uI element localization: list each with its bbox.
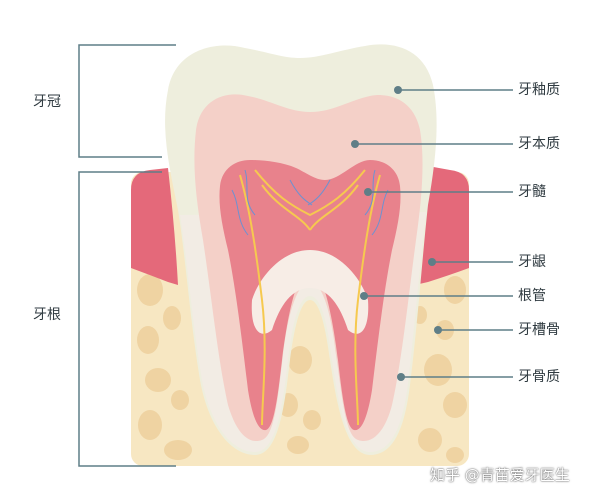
pulp-nerves [239,169,381,426]
pointer-dots [351,86,442,381]
gum-left [131,168,178,285]
watermark: 知乎 @青苗爱牙医生 [430,466,570,484]
pointer-lines [355,89,513,378]
label-dentin: 牙本质 [518,136,560,152]
crown-bracket [78,44,176,158]
label-alveolar-bone: 牙槽骨 [518,322,560,338]
label-crown: 牙冠 [33,94,61,110]
label-pulp: 牙髓 [518,184,546,200]
bone-texture [137,274,467,463]
inter-canal-zone [251,250,369,334]
label-root-canal: 根管 [518,288,546,304]
label-cementum: 牙骨质 [518,369,560,385]
label-gum: 牙龈 [518,254,546,270]
pulp-vessels [231,169,389,236]
label-root: 牙根 [33,307,61,323]
label-enamel: 牙釉质 [518,82,560,98]
root-bracket [78,171,176,467]
